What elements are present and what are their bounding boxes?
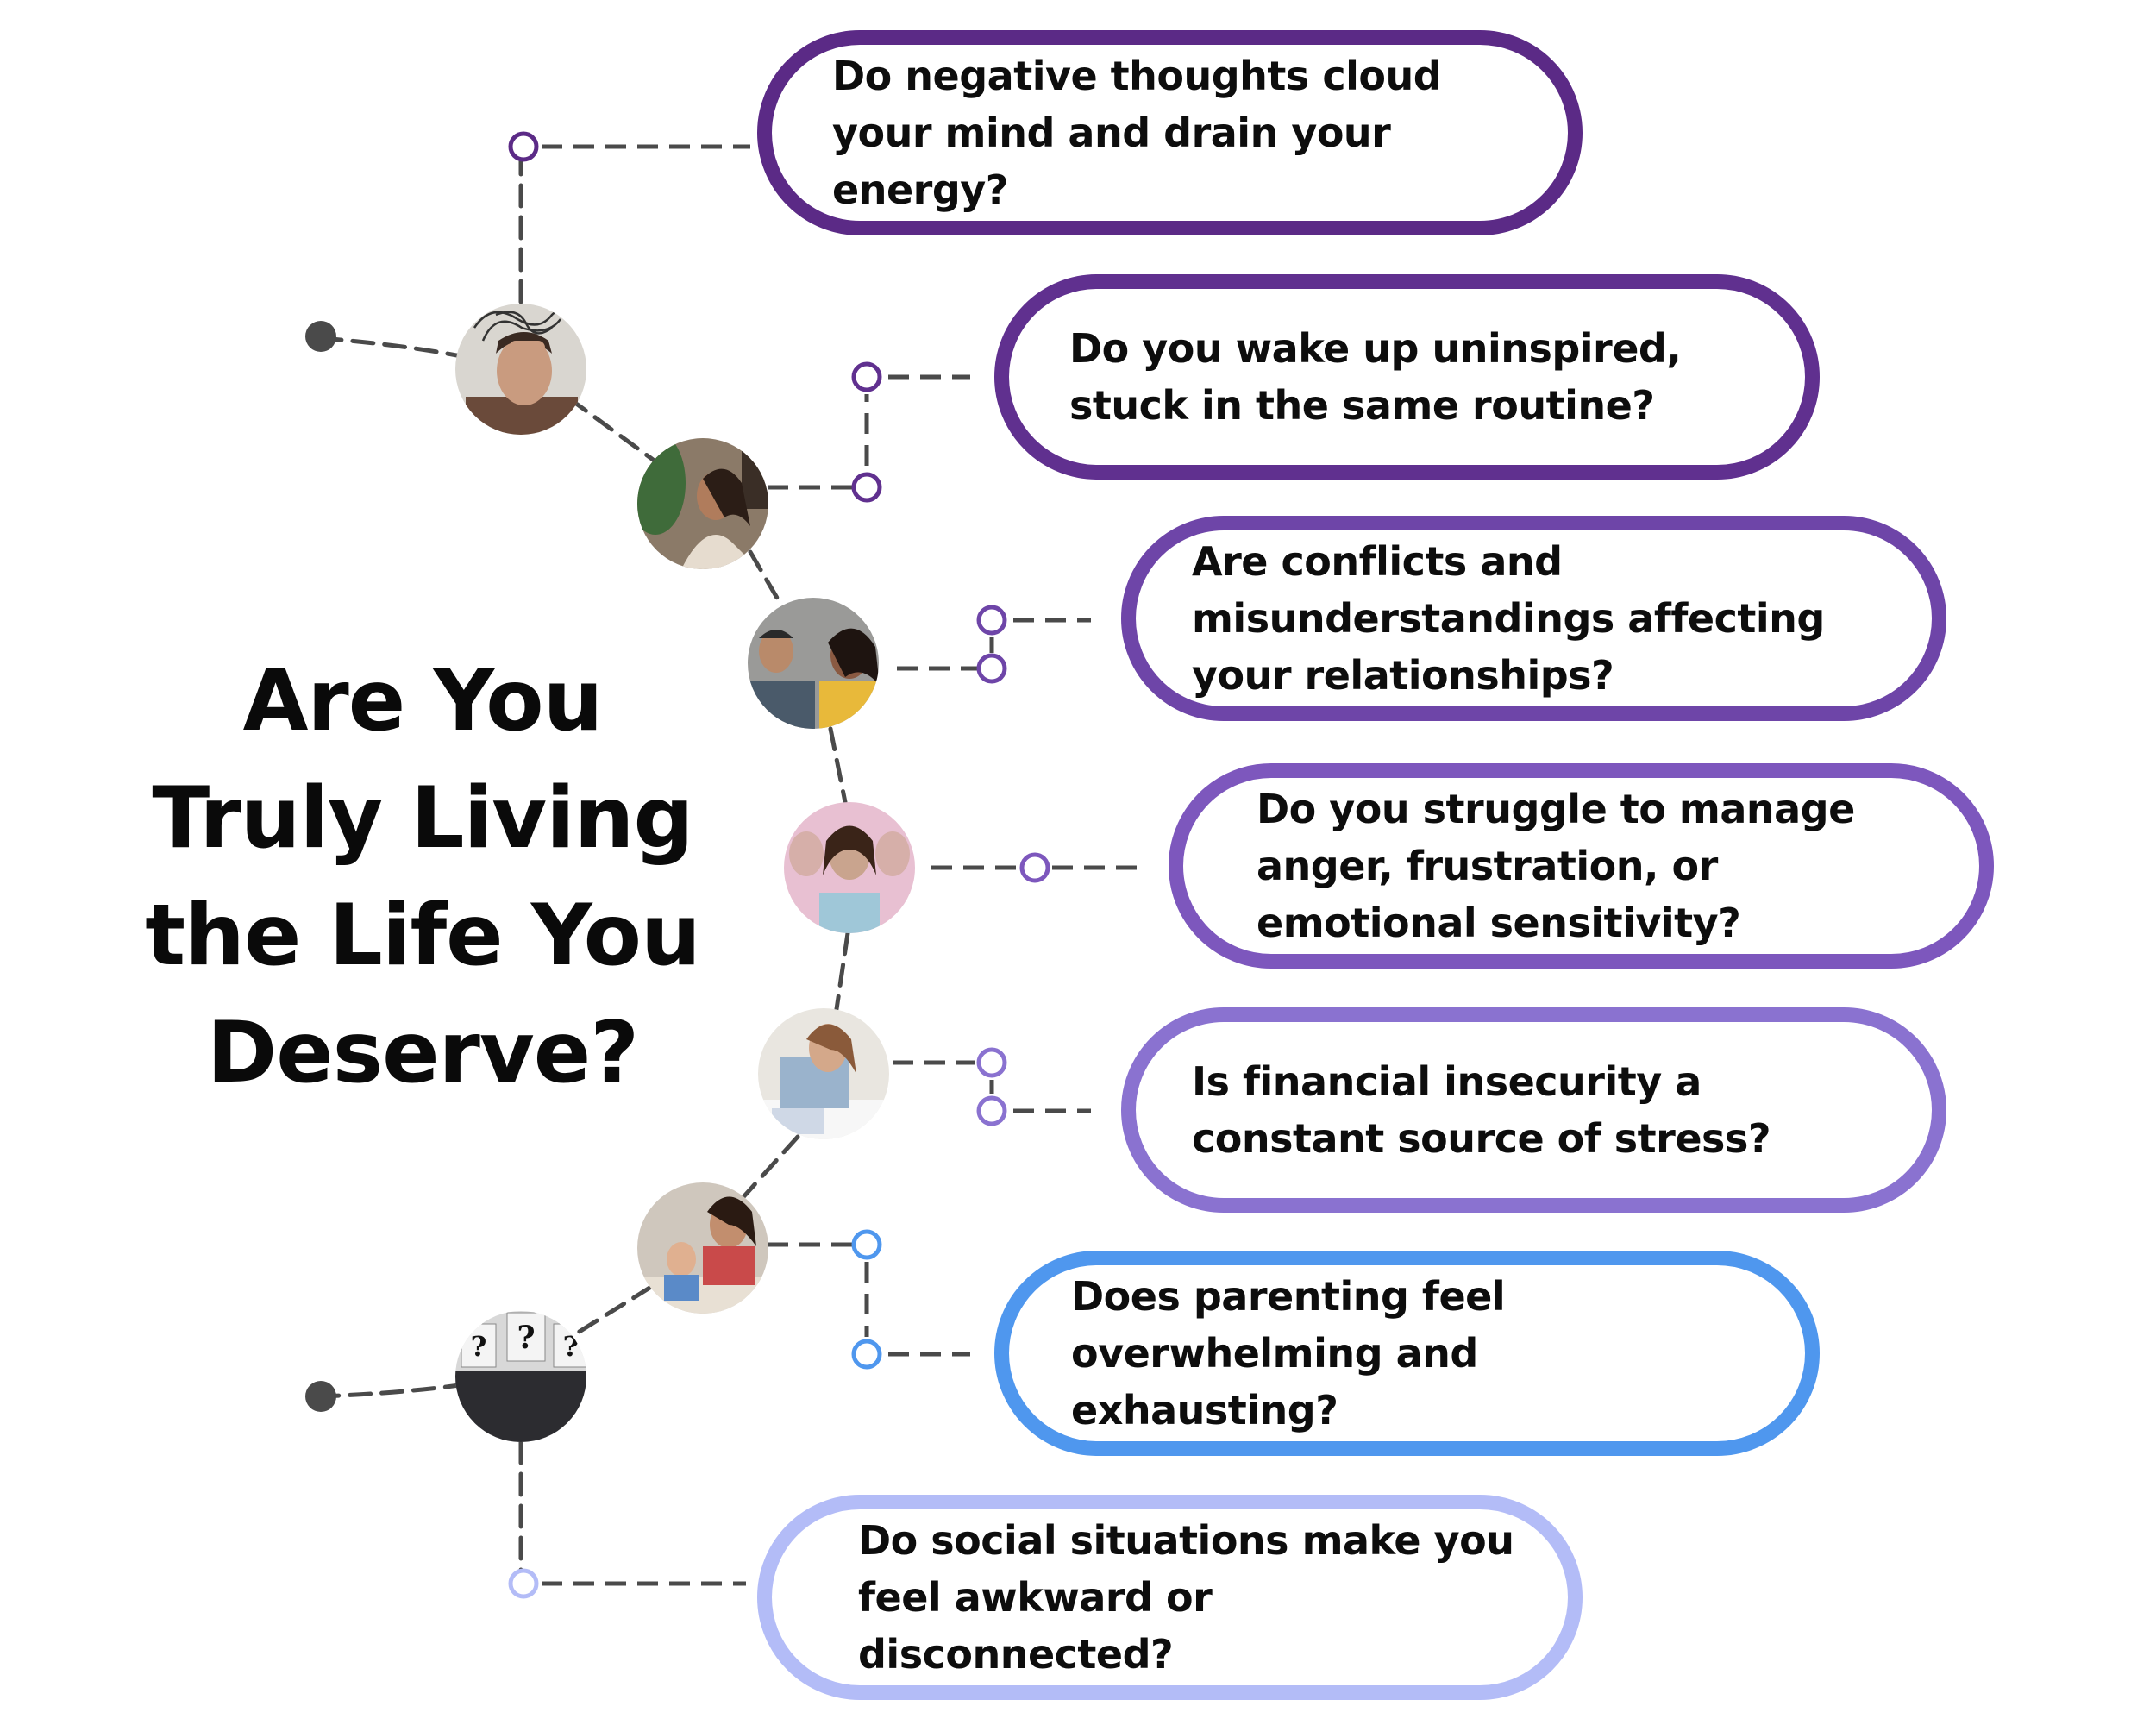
ring-q3-top [976, 605, 1007, 636]
question-text: Do social situations make you feel awkwa… [858, 1517, 1514, 1678]
ring-q4 [1019, 852, 1050, 883]
question-mark-glyph: ? [563, 1330, 580, 1363]
question-text: Do you wake up uninspired, stuck in the … [1069, 325, 1682, 429]
question-text: Are conflicts and misunderstandings affe… [1192, 538, 1825, 699]
ring-q7 [508, 1568, 539, 1599]
ring-q3-bottom [976, 653, 1007, 684]
tired-parent-photo [637, 1182, 768, 1314]
overwhelmed-woman-photo [784, 802, 915, 933]
arguing-couple-photo [748, 598, 879, 729]
question-pill-5: Is financial insecurity a constant sourc… [1121, 1007, 1946, 1213]
question-pill-3: Are conflicts and misunderstandings affe… [1121, 516, 1946, 721]
question-mark-glyph: ? [471, 1330, 487, 1363]
ring-q1 [508, 131, 539, 162]
question-text: Does parenting feel overwhelming and exh… [1071, 1273, 1506, 1433]
end-dot [305, 1381, 336, 1412]
branch-lines [542, 144, 1138, 1586]
question-pill-4: Do you struggle to manage anger, frustra… [1169, 763, 1994, 969]
stressed-man-photo [455, 304, 586, 435]
ring-q5-bottom [976, 1095, 1007, 1126]
question-signs-photo: ? ? ? [455, 1311, 586, 1442]
start-dot [305, 321, 336, 352]
connector-rings [508, 131, 1050, 1599]
question-pill-7: Do social situations make you feel awkwa… [757, 1495, 1583, 1700]
ring-q2-top [851, 361, 882, 392]
question-pill-2: Do you wake up uninspired, stuck in the … [994, 274, 1820, 480]
ring-q5-top [976, 1047, 1007, 1078]
bills-woman-photo [758, 1008, 889, 1139]
ring-q6-bottom [851, 1339, 882, 1370]
page-title: Are You Truly Living the Life You Deserv… [145, 652, 701, 1102]
question-mark-glyph: ? [517, 1320, 535, 1356]
question-text: Do negative thoughts cloud your mind and… [832, 53, 1442, 213]
question-pill-1: Do negative thoughts cloud your mind and… [757, 30, 1583, 235]
question-text: Is financial insecurity a constant sourc… [1192, 1058, 1771, 1162]
question-text: Do you struggle to manage anger, frustra… [1257, 786, 1855, 946]
ring-q6-top [851, 1229, 882, 1260]
question-pill-6: Does parenting feel overwhelming and exh… [994, 1251, 1820, 1456]
spine-path [318, 144, 850, 1586]
ring-q2-bottom [851, 472, 882, 503]
